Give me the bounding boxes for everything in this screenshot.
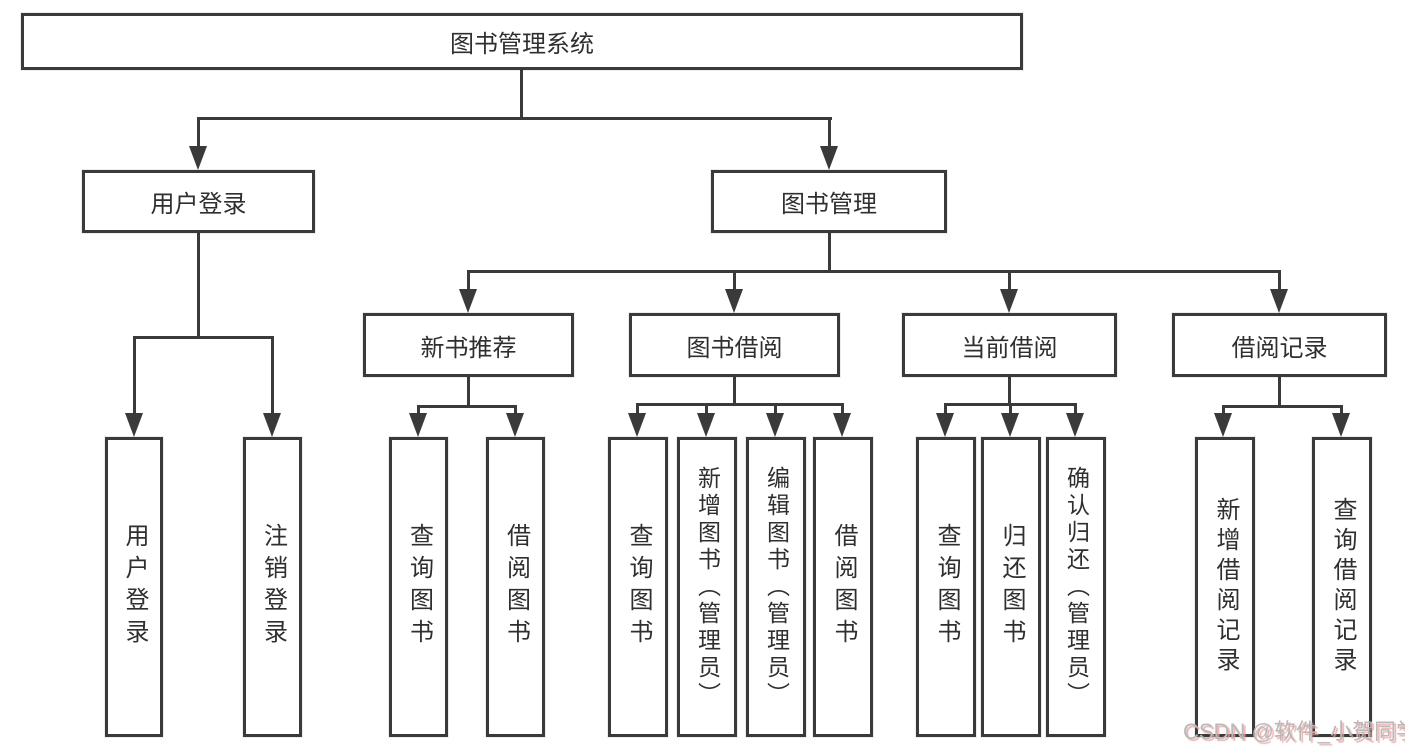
leaf-label: 查询借阅记录 (1329, 497, 1356, 677)
node-root-system: 图书管理系统 (21, 13, 1023, 70)
connector-vline (1222, 405, 1225, 417)
leaf-logout: 注销登录 (243, 437, 302, 737)
arrowhead-down-icon (263, 413, 281, 437)
connector-vline (467, 377, 470, 408)
connector-vline (636, 403, 639, 415)
leaf-borrow-books-2: 借阅图书 (813, 437, 873, 737)
leaf-add-borrow-record: 新增借阅记录 (1195, 437, 1255, 737)
node-root-label: 图书管理系统 (450, 31, 594, 58)
arrowhead-down-icon (1000, 289, 1018, 313)
connector-vline (1009, 403, 1012, 415)
leaf-label: 查询图书 (625, 523, 652, 651)
leaf-label: 编辑图书（管理员） (763, 465, 790, 709)
leaf-label: 确认归还（管理员） (1063, 465, 1090, 709)
arrowhead-down-icon (1214, 413, 1232, 437)
connector-vline (197, 117, 200, 150)
connector-vline (1278, 377, 1281, 408)
arrowhead-down-icon (833, 413, 851, 437)
leaf-label: 归还图书 (998, 523, 1025, 651)
arrowhead-down-icon (1066, 413, 1084, 437)
leaf-edit-books-admin: 编辑图书（管理员） (746, 437, 806, 737)
leaf-query-books-1: 查询图书 (389, 437, 448, 737)
connector-vline (774, 403, 777, 415)
leaf-label: 用户登录 (121, 523, 148, 651)
csdn-watermark: CSDN @软件_小贺同学 (1183, 719, 1405, 744)
arrowhead-down-icon (409, 413, 427, 437)
connector-hline (1222, 405, 1343, 408)
leaf-label: 新增借阅记录 (1212, 497, 1239, 677)
connector-vline (1008, 270, 1011, 291)
leaf-query-borrow-record: 查询借阅记录 (1312, 437, 1372, 737)
connector-vline (1008, 377, 1011, 406)
leaf-label: 新增图书（管理员） (694, 465, 721, 709)
arrowhead-down-icon (1270, 289, 1288, 313)
connector-hline (417, 405, 517, 408)
arrowhead-down-icon (628, 413, 646, 437)
leaf-query-books-2: 查询图书 (608, 437, 668, 737)
arrowhead-down-icon (189, 146, 207, 170)
connector-vline (828, 117, 831, 150)
connector-hline (197, 117, 832, 120)
node-borrow-records: 借阅记录 (1172, 313, 1387, 377)
node-borrow-records-label: 借阅记录 (1231, 334, 1328, 362)
connector-vline (841, 403, 844, 415)
node-book-borrow: 图书借阅 (629, 313, 840, 377)
leaf-query-books-3: 查询图书 (916, 437, 976, 737)
arrowhead-down-icon (725, 289, 743, 313)
arrowhead-down-icon (125, 413, 143, 437)
arrowhead-down-icon (697, 413, 715, 437)
leaf-label: 借阅图书 (830, 523, 857, 651)
leaf-label: 借阅图书 (502, 523, 530, 651)
node-current-borrow-label: 当前借阅 (961, 334, 1058, 362)
connector-vline (1340, 405, 1343, 417)
connector-hline (133, 336, 274, 339)
connector-vline (705, 403, 708, 415)
node-book-borrow-label: 图书借阅 (686, 334, 783, 362)
leaf-label: 查询图书 (933, 523, 960, 651)
arrowhead-down-icon (459, 289, 477, 313)
leaf-label: 查询图书 (405, 523, 433, 651)
node-new-books: 新书推荐 (363, 313, 574, 377)
node-user-login-label: 用户登录 (150, 191, 247, 218)
leaf-user-login: 用户登录 (105, 437, 163, 737)
leaf-borrow-books-1: 借阅图书 (486, 437, 545, 737)
connector-vline (828, 233, 831, 273)
leaf-return-books: 归还图书 (981, 437, 1041, 737)
connector-vline (1278, 270, 1281, 291)
arrowhead-down-icon (506, 413, 524, 437)
arrowhead-down-icon (766, 413, 784, 437)
leaf-add-books-admin: 新增图书（管理员） (677, 437, 737, 737)
connector-vline (514, 405, 517, 417)
node-user-login: 用户登录 (82, 170, 315, 233)
connector-hline (636, 403, 844, 406)
connector-hline (467, 270, 1281, 273)
leaf-confirm-return-admin: 确认归还（管理员） (1046, 437, 1106, 737)
connector-vline (197, 233, 200, 339)
connector-vline (271, 336, 274, 417)
connector-vline (467, 270, 470, 291)
leaf-label: 注销登录 (259, 523, 287, 651)
node-current-borrow: 当前借阅 (902, 313, 1117, 377)
connector-vline (733, 377, 736, 406)
arrowhead-down-icon (936, 413, 954, 437)
connector-vline (944, 403, 947, 415)
connector-vline (520, 69, 523, 118)
arrowhead-down-icon (1001, 413, 1019, 437)
connector-vline (733, 270, 736, 291)
arrowhead-down-icon (1332, 413, 1350, 437)
node-new-books-label: 新书推荐 (420, 334, 517, 362)
node-book-management: 图书管理 (711, 170, 947, 233)
connector-vline (1074, 403, 1077, 415)
node-book-management-label: 图书管理 (781, 191, 877, 218)
arrowhead-down-icon (820, 146, 838, 170)
connector-vline (417, 405, 420, 417)
connector-vline (133, 336, 136, 417)
